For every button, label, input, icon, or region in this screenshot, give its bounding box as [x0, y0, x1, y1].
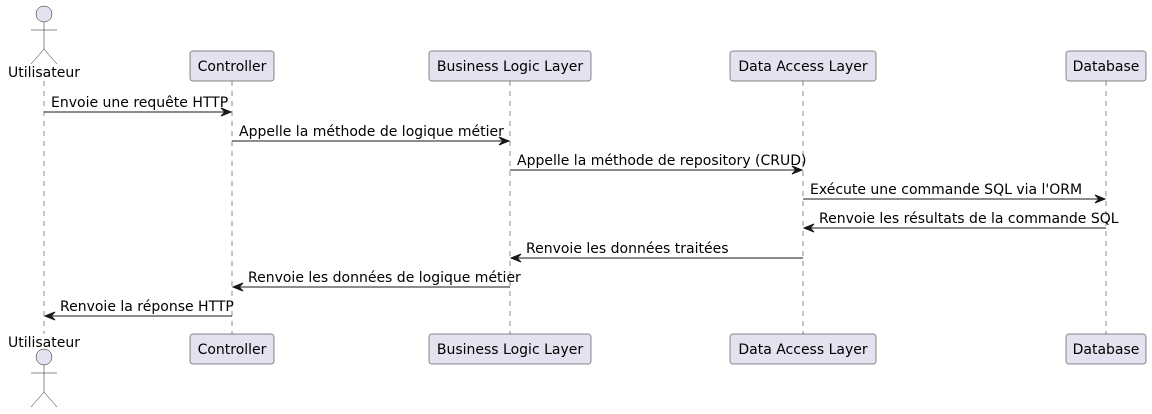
participants-bottom: Utilisateur Controller Business Logic Laye…: [8, 333, 1147, 408]
messages: Envoie une requête HTTP Appelle la méthod…: [43, 95, 1119, 321]
message-arrow: Appelle la méthode de logique métier: [232, 124, 511, 146]
message-arrow: Appelle la méthode de repository (CRUD): [510, 153, 807, 175]
actor-bottom: Utilisateur: [8, 335, 80, 408]
actor-right-leg: [43, 391, 58, 408]
message-label: Appelle la méthode de repository (CRUD): [517, 153, 807, 169]
arrow-head-icon: [43, 311, 56, 321]
arrow-head-icon: [220, 107, 233, 117]
participant-label: Business Logic Layer: [437, 342, 584, 358]
message-label: Envoie une requête HTTP: [51, 95, 228, 111]
arrow-head-icon: [231, 282, 244, 292]
participant-label: Controller: [198, 342, 267, 358]
actor-top: Utilisateur: [8, 5, 80, 81]
participant-box-top: Business Logic Layer: [428, 50, 592, 82]
message-label: Renvoie les résultats de la commande SQL: [819, 211, 1119, 227]
participants-top: Utilisateur Controller Business Logic Laye…: [8, 5, 1147, 82]
actor-right-leg: [43, 48, 58, 65]
message-label: Renvoie les données de logique métier: [248, 270, 521, 286]
message-label: Appelle la méthode de logique métier: [239, 124, 504, 140]
message-arrow: Envoie une requête HTTP: [44, 95, 233, 117]
message-arrow: Renvoie la réponse HTTP: [43, 299, 234, 321]
message-label: Renvoie les données traitées: [526, 241, 729, 257]
participant-box-frame: [729, 50, 877, 82]
message-arrow: Renvoie les résultats de la commande SQL: [802, 211, 1119, 233]
actor-left-leg: [30, 391, 45, 408]
participant-box-frame: [729, 333, 877, 365]
arrow-head-icon: [498, 136, 511, 146]
participant-box-frame: [428, 50, 592, 82]
participant-box-bottom: Database: [1065, 333, 1147, 365]
participant-label: Data Access Layer: [738, 59, 868, 75]
participant-box-bottom: Controller: [189, 333, 275, 365]
message-arrow: Renvoie les données de logique métier: [231, 270, 521, 292]
message-arrow: Exécute une commande SQL via l'ORM: [803, 182, 1107, 204]
participant-box-bottom: Data Access Layer: [729, 333, 877, 365]
lifelines: [43, 81, 1107, 334]
actor-label: Utilisateur: [8, 335, 80, 351]
participant-label: Business Logic Layer: [437, 59, 584, 75]
participant-label: Database: [1073, 342, 1140, 358]
participant-box-frame: [1065, 50, 1147, 82]
participant-box-top: Controller: [189, 50, 275, 82]
participant-box-top: Data Access Layer: [729, 50, 877, 82]
arrow-head-icon: [509, 253, 522, 263]
actor-head: [35, 5, 53, 23]
actor-label: Utilisateur: [8, 65, 80, 81]
arrow-head-icon: [1094, 194, 1107, 204]
actor-head: [35, 348, 53, 366]
arrow-head-icon: [791, 165, 804, 175]
participant-box-frame: [1065, 333, 1147, 365]
actor-left-leg: [30, 48, 45, 65]
arrow-head-icon: [802, 223, 815, 233]
message-label: Renvoie la réponse HTTP: [60, 299, 234, 315]
participant-label: Database: [1073, 59, 1140, 75]
participant-box-frame: [189, 333, 275, 365]
participant-box-frame: [428, 333, 592, 365]
participant-box-frame: [189, 50, 275, 82]
participant-label: Data Access Layer: [738, 342, 868, 358]
message-arrow: Renvoie les données traitées: [509, 241, 803, 263]
message-label: Exécute une commande SQL via l'ORM: [810, 182, 1082, 198]
participant-box-top: Database: [1065, 50, 1147, 82]
participant-label: Controller: [198, 59, 267, 75]
participant-box-bottom: Business Logic Layer: [428, 333, 592, 365]
